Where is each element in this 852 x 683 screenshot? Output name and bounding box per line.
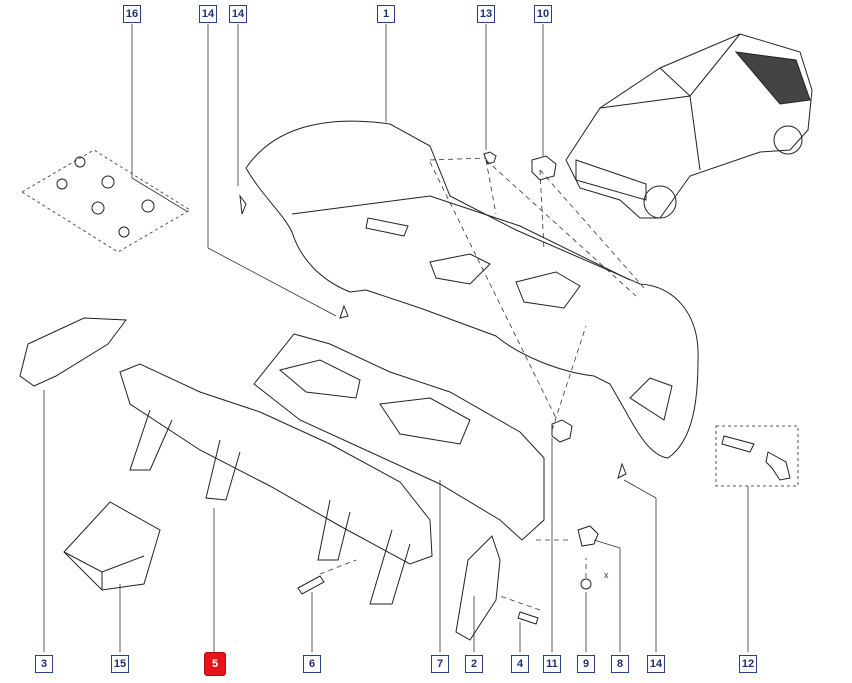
part-3-bracket <box>19 317 127 387</box>
part-2-bracket <box>455 535 501 641</box>
callout-4[interactable]: 4 <box>511 655 529 673</box>
small-fasteners <box>483 151 599 625</box>
callout-9[interactable]: 9 <box>577 655 595 673</box>
part-12-bracket-kit <box>715 425 799 487</box>
part-5-energy-absorber <box>119 363 433 605</box>
dimension-mark: x <box>604 570 609 580</box>
callout-10[interactable]: 10 <box>534 5 552 23</box>
callout-2[interactable]: 2 <box>465 655 483 673</box>
callout-16[interactable]: 16 <box>123 5 141 23</box>
callout-15[interactable]: 15 <box>111 655 129 673</box>
callout-11[interactable]: 11 <box>543 655 561 673</box>
part-7-lower-diffuser <box>253 333 545 541</box>
callout-8[interactable]: 8 <box>611 655 629 673</box>
callout-14-bottom[interactable]: 14 <box>647 655 665 673</box>
callout-14-top[interactable]: 14 <box>229 5 247 23</box>
callout-6[interactable]: 6 <box>303 655 321 673</box>
part-1-bumper-cover <box>245 120 699 459</box>
callout-14-top-left[interactable]: 14 <box>199 5 217 23</box>
part-16-clip-kit <box>21 149 191 253</box>
callout-1[interactable]: 1 <box>377 5 395 23</box>
callout-13[interactable]: 13 <box>477 5 495 23</box>
callout-3[interactable]: 3 <box>35 655 53 673</box>
callout-12[interactable]: 12 <box>739 655 757 673</box>
callout-7[interactable]: 7 <box>431 655 449 673</box>
leader-lines <box>43 24 749 652</box>
vehicle-locator <box>565 33 813 219</box>
part-14-screws <box>239 194 627 479</box>
part-6-rivet <box>297 575 325 595</box>
part-15-kit-box <box>63 501 161 591</box>
callout-5-highlighted[interactable]: 5 <box>204 652 226 676</box>
